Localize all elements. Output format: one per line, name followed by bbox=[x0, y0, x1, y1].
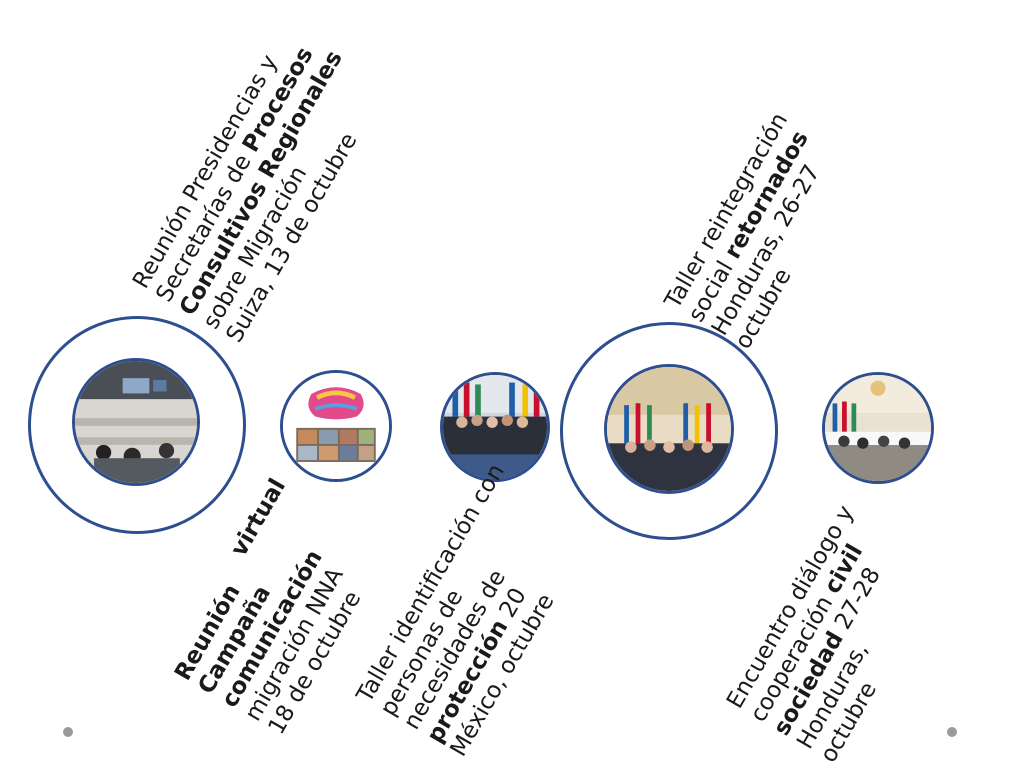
event-3-label: Taller identificación con personas de ne… bbox=[352, 460, 604, 762]
event-5-label: Encuentro diálogo y cooperación civil so… bbox=[722, 501, 954, 767]
timeline-ring-1 bbox=[28, 316, 246, 534]
campaign-logo-collage bbox=[280, 370, 392, 482]
event-2-label: Reunión Campaña comunicación migración N… bbox=[170, 519, 375, 740]
timeline-ring-4 bbox=[560, 322, 778, 540]
decor-dot-right bbox=[947, 727, 957, 737]
group-photo-flags-hall bbox=[604, 364, 734, 494]
event-1-label: Reunión Presidencias y Secretarías de Pr… bbox=[128, 19, 395, 347]
event-4-label: Taller reintegración social retornados H… bbox=[660, 109, 864, 354]
conference-room-photo bbox=[72, 358, 200, 486]
meeting-hall-photo bbox=[822, 372, 934, 484]
decor-dot-left bbox=[63, 727, 73, 737]
